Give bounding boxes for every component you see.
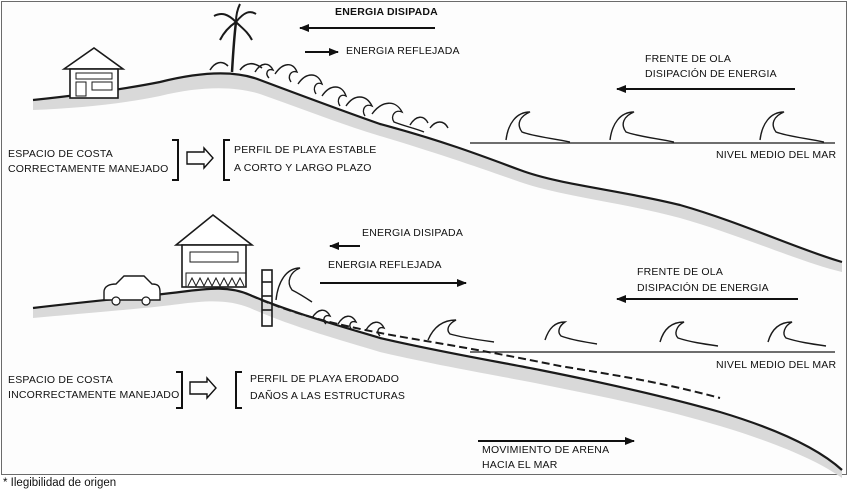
top-house-icon (61, 47, 126, 99)
top-perfil-line1: PERFIL DE PLAYA ESTABLE (234, 144, 377, 156)
bottom-house-icon (173, 213, 255, 288)
palm-tree-icon (209, 3, 263, 73)
bottom-espacio-line1: ESPACIO DE COSTA (8, 374, 113, 386)
top-breaking-waves (254, 63, 825, 143)
footnote: * Ilegibilidad de origen (3, 477, 117, 489)
bottom-espacio-line2: INCORRECTAMENTE MANEJADO (8, 389, 180, 401)
bottom-disipacion-label: DISIPACIÓN DE ENERGIA (637, 282, 769, 294)
top-disipacion-label: DISIPACIÓN DE ENERGIA (645, 68, 777, 80)
movimiento-line2: HACIA EL MAR (482, 459, 558, 471)
bottom-beach-profile (32, 287, 843, 478)
bottom-perfil-line1: PERFIL DE PLAYA ERODADO (250, 373, 400, 385)
figure-frame (1, 1, 847, 475)
bottom-frente-de-ola-label: FRENTE DE OLA (637, 266, 724, 278)
bottom-perfil-line2: DAÑOS A LAS ESTRUCTURAS (250, 390, 406, 402)
car-icon (103, 275, 161, 306)
eroded-profile-line (249, 294, 721, 399)
top-energia-disipada-label: ENERGIA DISIPADA (335, 6, 438, 18)
top-energia-reflejada-label: ENERGIA REFLEJADA (346, 45, 460, 57)
top-espacio-line2: CORRECTAMENTE MANEJADO (8, 163, 169, 175)
movimiento-line1: MOVIMIENTO DE ARENA (482, 444, 610, 456)
top-perfil-line2: A CORTO Y LARGO PLAZO (234, 162, 372, 174)
seawall-icon (261, 269, 273, 327)
top-espacio-line1: ESPACIO DE COSTA (8, 148, 113, 160)
top-arrows (172, 24, 795, 181)
top-nivel-medio-label: NIVEL MEDIO DEL MAR (716, 149, 837, 161)
bottom-arrows (176, 242, 798, 445)
top-frente-de-ola-label: FRENTE DE OLA (645, 53, 732, 65)
bottom-breaking-waves (275, 267, 827, 347)
bottom-energia-disipada-label: ENERGIA DISIPADA (362, 227, 464, 239)
bottom-energia-reflejada-label: ENERGIA REFLEJADA (328, 259, 442, 271)
beach-profile-diagram (32, 3, 843, 478)
bottom-nivel-medio-label: NIVEL MEDIO DEL MAR (716, 359, 837, 371)
